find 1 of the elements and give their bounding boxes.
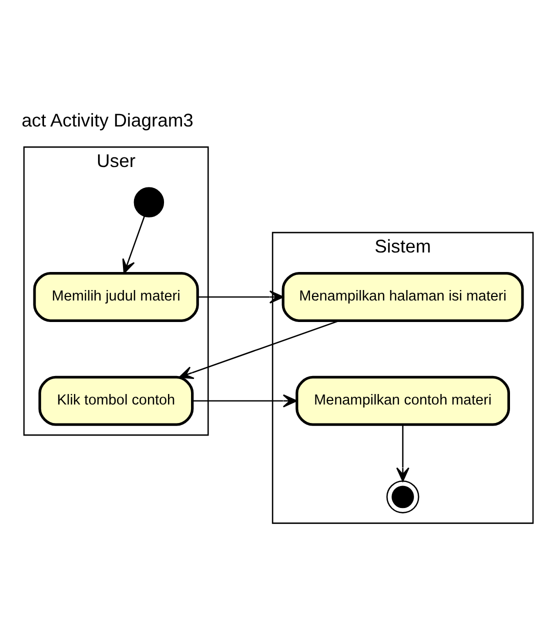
diagram-title: act Activity Diagram3	[22, 109, 194, 130]
